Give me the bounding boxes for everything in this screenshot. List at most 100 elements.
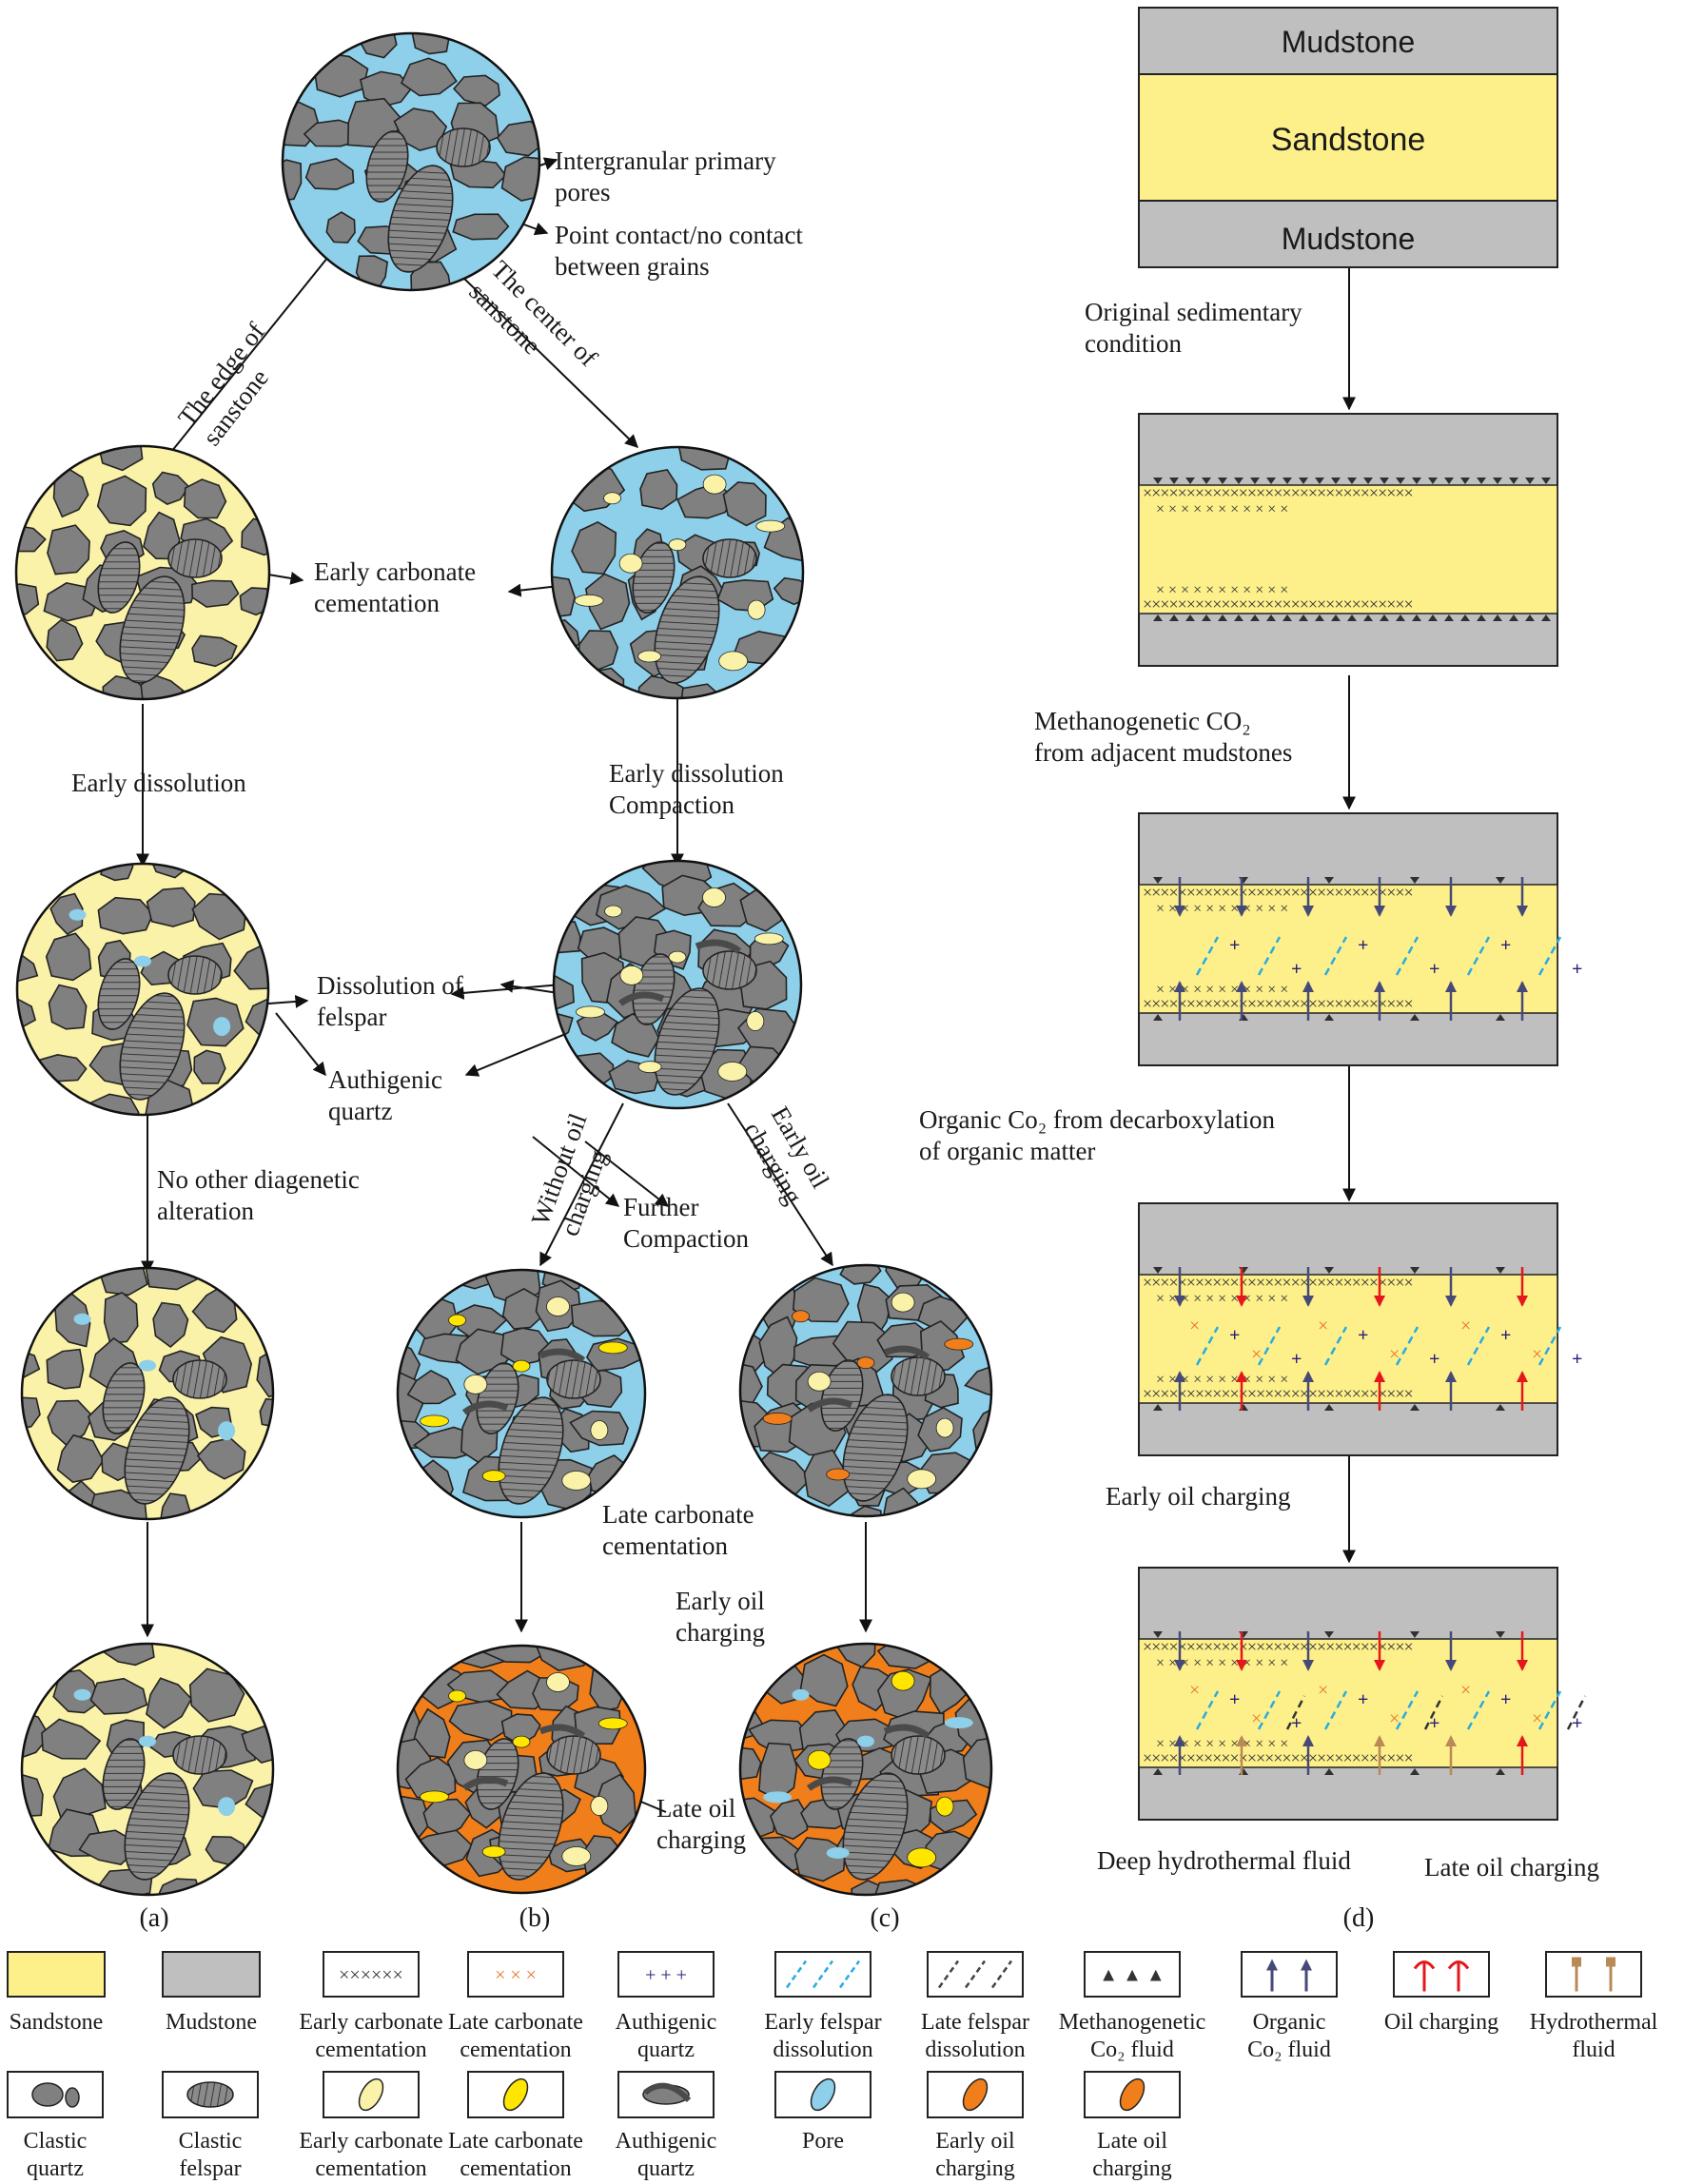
cement-or-pore-spot	[891, 1670, 915, 1691]
circle-c3	[738, 1263, 993, 1518]
authigenic-quartz-symbol: +	[1358, 1689, 1368, 1710]
legend-swatch	[1393, 1951, 1490, 1998]
clastic-quartz-grain	[48, 984, 88, 1030]
sandstone-section-stage-1: ××××××××××××××××××××××××××××××××××××××××…	[1138, 413, 1558, 667]
clastic-quartz-grain	[193, 1049, 226, 1084]
legend-symbol: ▲ ▲ ▲	[1099, 1965, 1165, 1986]
authigenic-quartz-symbol: +	[1358, 1325, 1368, 1346]
early-felspar-dissolution	[1323, 936, 1348, 976]
clastic-quartz-grain	[47, 1399, 94, 1447]
early-carbonate-symbol: ×××××××××××××××××××××××××××××××	[1143, 1748, 1413, 1767]
cement-or-pore-spot	[218, 1797, 236, 1817]
clastic-quartz-grain	[571, 520, 617, 575]
early-carbonate-symbol: × × × × × × × × × × ×	[1156, 1291, 1288, 1307]
clastic-felspar-grain	[172, 1359, 227, 1399]
circle-original	[281, 31, 541, 292]
clastic-quartz-grain	[41, 1718, 102, 1760]
early-oil-branch-label: Early oilcharging	[738, 1102, 835, 1209]
clastic-felspar-grain	[436, 127, 491, 167]
authigenic-quartz-rim	[538, 1724, 586, 1739]
panel-label: (a)	[139, 1903, 168, 1933]
clastic-quartz-grain	[152, 1301, 189, 1349]
early-dissolution-label: Early dissolution	[71, 769, 246, 797]
methanogenetic-triangle	[1363, 478, 1373, 484]
authigenic-quartz-symbol: +	[1229, 935, 1240, 956]
methanogenetic-triangle	[1153, 877, 1163, 884]
clastic-quartz-grain	[448, 1700, 513, 1742]
clastic-felspar-grain	[498, 1396, 564, 1505]
late-carbonate-symbol: ×	[1251, 1708, 1262, 1729]
early-felspar-dissolution	[1537, 1326, 1562, 1366]
methanogenetic-triangle	[1410, 1267, 1420, 1274]
cement-or-pore-spot	[619, 965, 644, 985]
clastic-quartz-grain	[17, 952, 39, 982]
early-carbonate-symbol: × × × × × × × × × × ×	[1156, 501, 1288, 517]
methanogenetic-triangle	[1153, 1014, 1163, 1021]
early-felspar-dissolution	[1257, 936, 1282, 976]
late-carbonate-symbol: ×	[1189, 1316, 1200, 1336]
clastic-quartz-grain	[832, 1320, 893, 1378]
clastic-quartz-grain	[283, 159, 303, 203]
methanogenetic-triangle	[1460, 614, 1470, 621]
cement-or-pore-spot	[134, 955, 151, 967]
cement-or-pore-spot	[807, 1371, 832, 1392]
circle-a1	[14, 444, 271, 701]
clastic-felspar-grain	[97, 958, 141, 1030]
late-carbonate-symbol: ×	[1389, 1708, 1400, 1729]
late-carbonate-symbol: ×	[1318, 1680, 1328, 1701]
circle-b2	[552, 859, 803, 1110]
cement-or-pore-spot	[857, 1735, 874, 1747]
authigenic-quartz-rim	[461, 1400, 509, 1415]
cement-or-pore-spot	[597, 1341, 628, 1355]
cement-or-pore-spot	[481, 1470, 506, 1483]
methanogenetic-triangle	[1541, 614, 1551, 621]
cement-or-pore-spot	[512, 1735, 531, 1748]
cement-or-pore-spot	[717, 1062, 748, 1082]
cement-or-pore-spot	[746, 1011, 765, 1031]
authigenic-quartz-symbol: +	[1572, 959, 1582, 980]
cement-or-pore-spot	[702, 887, 726, 907]
clastic-quartz-grain	[103, 1291, 139, 1344]
clastic-quartz-grain	[885, 1265, 929, 1289]
late-felspar-dissolution	[1566, 1695, 1587, 1730]
methanogenetic-triangle	[1496, 1404, 1505, 1411]
authigenic-quartz-symbol: +	[1291, 1713, 1302, 1734]
methanogenetic-triangle	[1444, 478, 1454, 484]
late-carbonate-symbol: ×	[1460, 1316, 1471, 1336]
clastic-quartz-grain	[359, 70, 413, 108]
methanogenetic-triangle	[1347, 614, 1357, 621]
cement-or-pore-spot	[561, 1471, 592, 1491]
methanogenetic-triangle	[1396, 614, 1405, 621]
section-outline	[396, 1644, 647, 1895]
cement-or-pore-spot	[420, 1790, 449, 1804]
cement-or-pore-spot	[637, 1061, 662, 1074]
methanogenetic-triangle	[1218, 614, 1227, 621]
legend-swatch	[1084, 1951, 1181, 1998]
late-felspar-dissolution	[1285, 1695, 1306, 1730]
authigenic-quartz-symbol: +	[1291, 1349, 1302, 1370]
methanogenetic-triangle	[1153, 478, 1163, 484]
clastic-felspar-grain	[365, 130, 409, 203]
cement-or-pore-spot	[792, 1688, 810, 1701]
clastic-quartz-grain	[499, 1327, 552, 1367]
clastic-felspar-grain	[387, 165, 454, 273]
mudstone-label: Mudstone	[1282, 25, 1416, 59]
early-felspar-dissolution	[1195, 1690, 1220, 1730]
cement-or-pore-spot	[546, 1672, 570, 1692]
